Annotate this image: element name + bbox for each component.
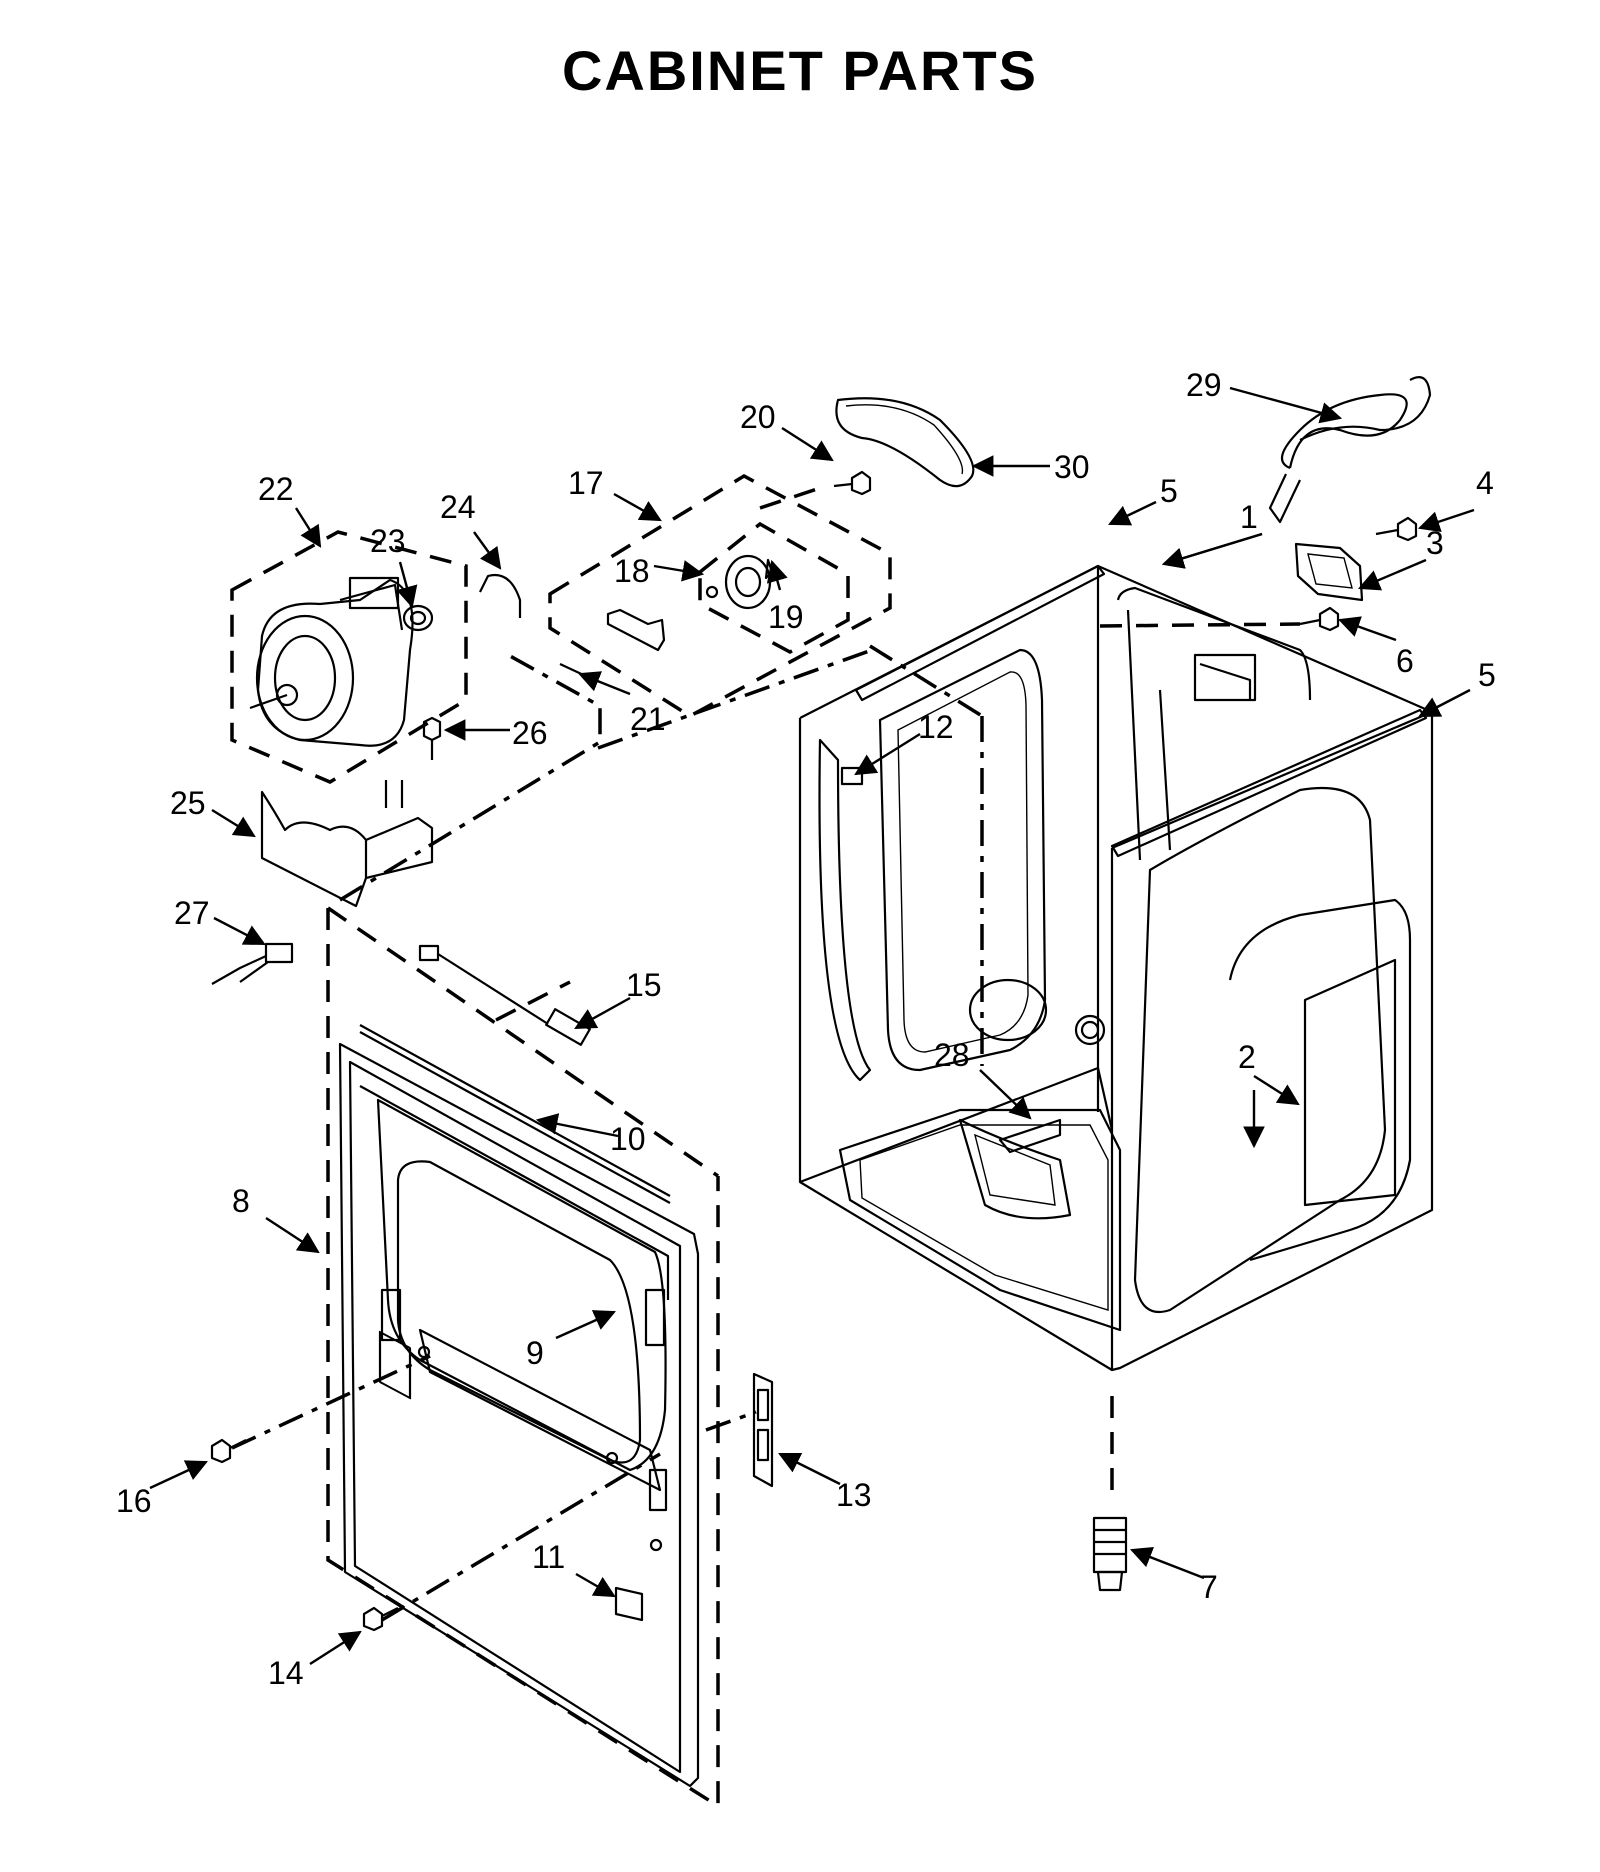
callout-19: 19	[768, 599, 804, 635]
callout-5a: 5	[1160, 473, 1178, 509]
callout-15: 15	[626, 967, 662, 1003]
callout-14: 14	[268, 1655, 304, 1691]
callout-20: 20	[740, 399, 776, 435]
callout-22: 22	[258, 471, 294, 507]
callout-26: 26	[512, 715, 548, 751]
leader-arrows	[149, 386, 1475, 1666]
front-panel-drawing	[338, 1024, 700, 1788]
page-title: CABINET PARTS	[561, 39, 1039, 102]
small-parts-drawing	[210, 376, 1432, 1632]
callout-6: 6	[1396, 643, 1414, 679]
callout-29: 29	[1186, 367, 1222, 403]
callout-5b: 5	[1478, 657, 1496, 693]
callout-21: 21	[630, 701, 666, 737]
callout-12: 12	[918, 709, 954, 745]
callout-9: 9	[526, 1335, 544, 1371]
callout-11: 11	[532, 1539, 565, 1575]
callout-28: 28	[934, 1037, 970, 1073]
callout-16: 16	[116, 1483, 152, 1519]
callout-10: 10	[610, 1121, 646, 1157]
motor-drawing	[249, 576, 434, 747]
callout-7: 7	[1200, 1569, 1218, 1605]
callout-17: 17	[568, 465, 604, 501]
callout-labels: 1 2 3 4 5 5 6 7 8 9 10 11 12 13 14 15 16…	[116, 367, 1496, 1691]
callout-23: 23	[370, 523, 406, 559]
callout-1: 1	[1240, 499, 1258, 535]
callout-8: 8	[232, 1183, 250, 1219]
callout-30: 30	[1054, 449, 1090, 485]
group-outlines	[230, 473, 1301, 1810]
callout-24: 24	[440, 489, 476, 525]
callout-18: 18	[614, 553, 650, 589]
callout-13: 13	[836, 1477, 872, 1513]
callout-27: 27	[174, 895, 210, 931]
callout-4: 4	[1476, 465, 1494, 501]
callout-2: 2	[1238, 1039, 1256, 1075]
callout-25: 25	[170, 785, 206, 821]
cabinet-drawing	[798, 564, 1434, 1372]
callout-3: 3	[1426, 525, 1444, 561]
